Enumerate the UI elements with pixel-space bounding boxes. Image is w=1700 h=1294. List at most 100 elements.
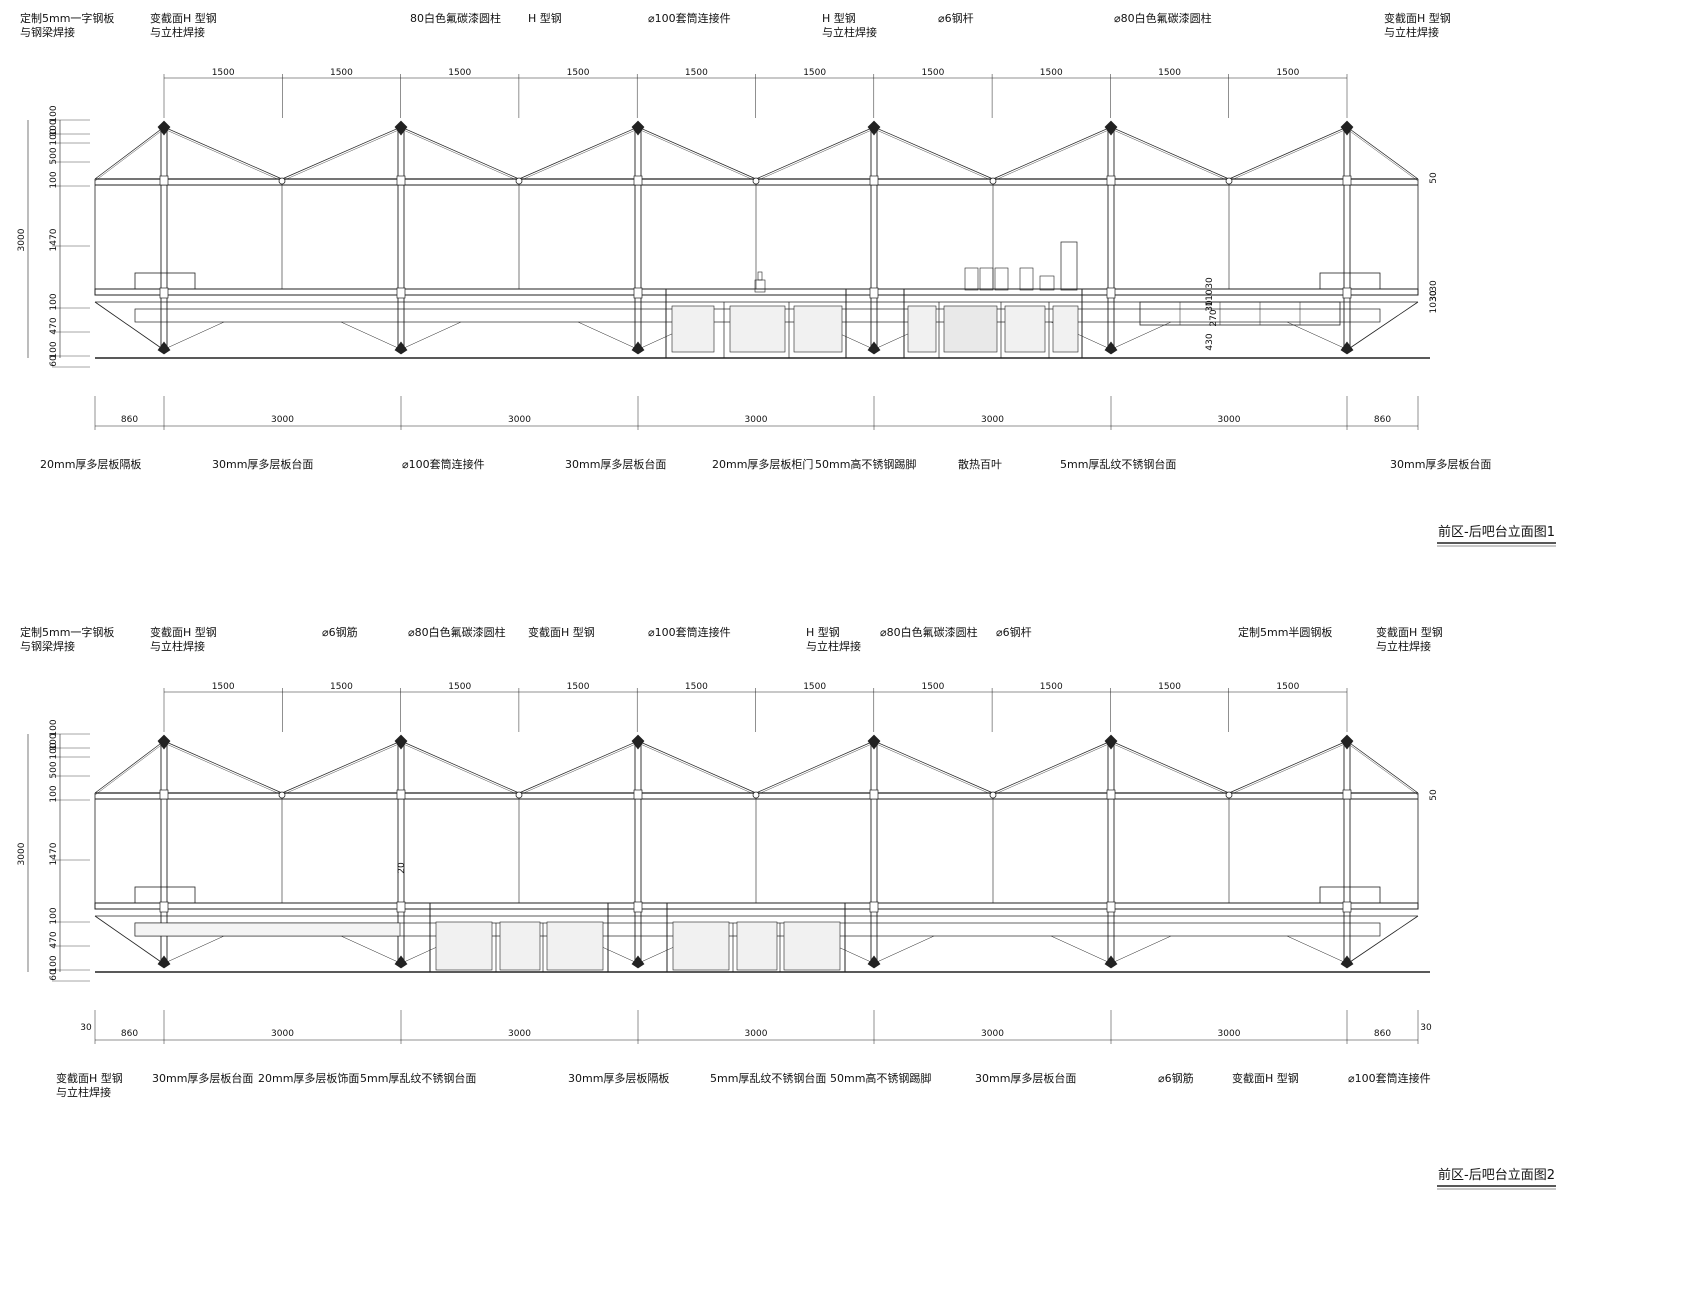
cabinet-block-2 bbox=[666, 902, 846, 973]
column-cap-connector bbox=[157, 734, 171, 750]
equipment-pipe bbox=[757, 271, 763, 281]
beam-column-joint bbox=[869, 789, 879, 800]
right-dim-value: 30 bbox=[1205, 277, 1215, 289]
bottom-dim-value: 3000 bbox=[1218, 415, 1241, 425]
column-cap-connector bbox=[1104, 120, 1118, 136]
right-dim-value: 20 bbox=[397, 862, 407, 874]
top-dim-value: 1500 bbox=[1040, 682, 1063, 692]
cabinet-door-panel bbox=[499, 921, 541, 971]
column-cap-connector bbox=[867, 734, 881, 750]
counter-column-joint bbox=[1342, 901, 1352, 913]
column-cap-connector bbox=[631, 734, 645, 750]
rod-node bbox=[278, 791, 286, 799]
left-dim-value: 100 bbox=[49, 742, 59, 759]
tension-rod-pair bbox=[1228, 128, 1348, 182]
cabinet-door-panel bbox=[546, 921, 604, 971]
tension-rod bbox=[755, 740, 875, 794]
column-3 bbox=[634, 740, 642, 965]
countertop-appliance bbox=[964, 267, 979, 291]
bottom-callout-9: ⌀6钢筋 bbox=[1158, 1071, 1194, 1085]
bottom-brace bbox=[1113, 321, 1172, 349]
cabinet-door-panel bbox=[907, 305, 937, 353]
cabinet-frame bbox=[666, 902, 846, 973]
top-dim-value: 1500 bbox=[921, 682, 944, 692]
top-callout-8: ⌀80白色氟碳漆圆柱 bbox=[880, 625, 978, 639]
column-4 bbox=[870, 126, 878, 351]
right-dim-value: 1030 bbox=[1429, 290, 1439, 313]
column-cap-connector bbox=[1104, 734, 1118, 750]
tension-rod bbox=[94, 740, 165, 794]
right-dim-value: 270 bbox=[1209, 309, 1219, 326]
top-dim-value: 1500 bbox=[921, 68, 944, 78]
right-dim-value: 430 bbox=[1205, 333, 1215, 350]
top-dim-value: 1500 bbox=[1040, 68, 1063, 78]
bottom-brace bbox=[340, 935, 399, 963]
top-callout-1: 定制5mm一字钢板与钢梁焊接 bbox=[20, 625, 114, 653]
bottom-callout-8: 5mm厚乱纹不锈钢台面 bbox=[1060, 457, 1176, 471]
elevation-1-structure bbox=[94, 120, 1430, 359]
top-dim-value: 1500 bbox=[330, 68, 353, 78]
bottom-dim-value: 3000 bbox=[745, 415, 768, 425]
left-dim-value: 100 bbox=[49, 955, 59, 972]
left-dim-value: 100 bbox=[49, 171, 59, 188]
column-base-connector bbox=[1340, 955, 1354, 969]
countertop-appliance bbox=[979, 267, 994, 291]
tension-rod-pair bbox=[400, 742, 520, 796]
tension-rod-pair bbox=[1228, 742, 1348, 796]
tension-rod-pair bbox=[873, 128, 994, 182]
top-callout-11: 变截面H 型钢与立柱焊接 bbox=[1376, 625, 1443, 653]
bottom-callout-7: 50mm高不锈钢踢脚 bbox=[830, 1071, 931, 1085]
rod-node bbox=[1225, 791, 1233, 799]
bottom-dim-value: 3000 bbox=[271, 415, 294, 425]
elevation-2-title-text: 前区-后吧台立面图2 bbox=[1438, 1167, 1555, 1183]
tension-rod-pair bbox=[992, 128, 1112, 182]
top-dim-value: 1500 bbox=[803, 68, 826, 78]
cabinet-door-panel bbox=[783, 921, 841, 971]
top-dim-value: 1500 bbox=[685, 68, 708, 78]
rod-node bbox=[989, 791, 997, 799]
counter-column-joint bbox=[633, 287, 643, 299]
bottom-callout-9: 30mm厚多层板台面 bbox=[1390, 457, 1491, 471]
top-dim-value: 1500 bbox=[567, 682, 590, 692]
top-callout-3: 80白色氟碳漆圆柱 bbox=[410, 11, 501, 25]
beam-column-joint bbox=[1106, 175, 1116, 186]
top-callout-9: ⌀6钢杆 bbox=[996, 625, 1032, 639]
cabinet-door-panel bbox=[1052, 305, 1079, 353]
column-base-connector bbox=[157, 341, 171, 355]
rod-node bbox=[515, 177, 523, 185]
beam-column-joint bbox=[396, 789, 406, 800]
bottom-dim-value: 3000 bbox=[1218, 1029, 1241, 1039]
tension-rod-pair bbox=[637, 128, 757, 182]
tension-rod-pair bbox=[755, 128, 875, 182]
left-bottom-chord bbox=[94, 301, 165, 351]
cabinet-door-panel bbox=[672, 921, 730, 971]
column-cap-connector bbox=[394, 734, 408, 750]
bottom-brace bbox=[1113, 935, 1172, 963]
left-dim-value: 100 bbox=[49, 341, 59, 358]
counter-top-band bbox=[94, 902, 1419, 910]
left-dim-value: 500 bbox=[49, 147, 59, 164]
left-dim-value: 1470 bbox=[49, 228, 59, 251]
bottom-callout-1: 变截面H 型钢与立柱焊接 bbox=[56, 1071, 123, 1099]
top-callout-2: 变截面H 型钢与立柱焊接 bbox=[150, 625, 217, 653]
right-bottom-chord bbox=[1346, 915, 1419, 965]
beam-column-joint bbox=[1342, 175, 1352, 186]
counter-column-joint bbox=[869, 287, 879, 299]
column-cap-connector bbox=[394, 120, 408, 136]
bottom-dim-value: 860 bbox=[1374, 415, 1391, 425]
column-cap-connector bbox=[1340, 120, 1354, 136]
top-callout-1: 定制5mm一字钢板与钢梁焊接 bbox=[20, 11, 114, 39]
top-dim-value: 1500 bbox=[803, 682, 826, 692]
counter-column-joint bbox=[633, 901, 643, 913]
bottom-callout-3: 20mm厚多层板饰面 bbox=[258, 1071, 359, 1085]
tension-rod-pair bbox=[1346, 128, 1419, 182]
beam-column-joint bbox=[159, 789, 169, 800]
counter-column-joint bbox=[159, 901, 169, 913]
